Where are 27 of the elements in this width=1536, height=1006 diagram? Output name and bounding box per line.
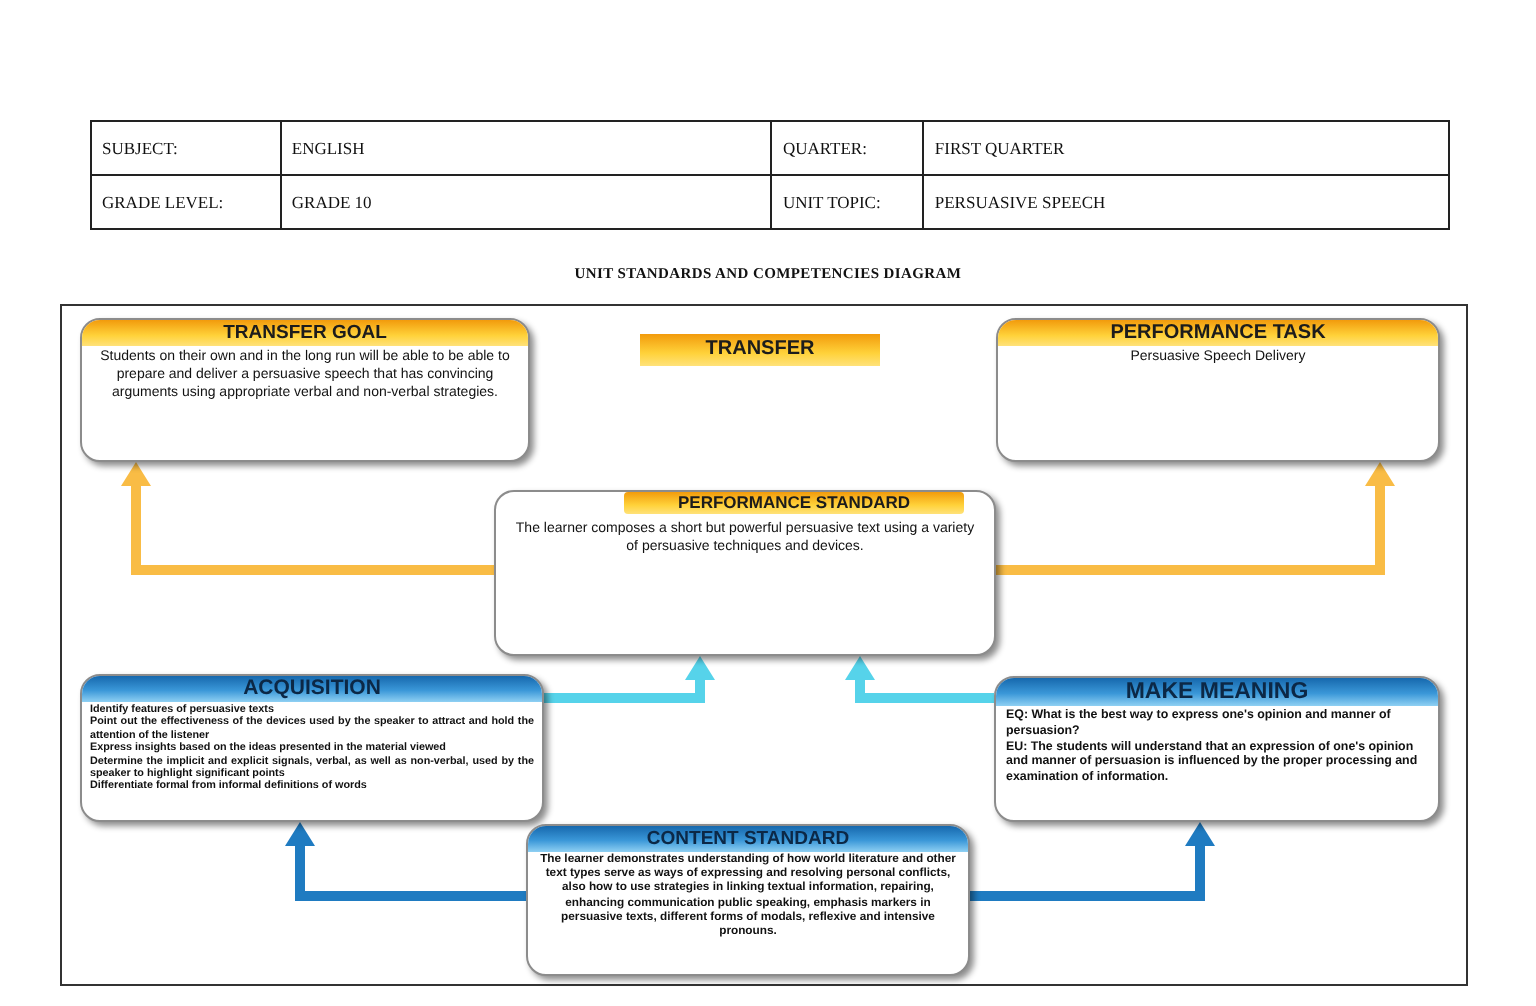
rounded-card — [526, 824, 970, 976]
card-heading: TRANSFER GOAL — [82, 320, 528, 346]
table-label-cell: SUBJECT: — [91, 121, 281, 175]
card-heading: PERFORMANCE STANDARD — [624, 492, 964, 514]
connector-arrow — [544, 656, 715, 703]
connector-arrow — [970, 822, 1215, 901]
table-label-cell: UNIT TOPIC: — [771, 175, 924, 229]
connector-arrow — [845, 656, 994, 703]
rounded-card — [494, 490, 996, 656]
table-label-cell: QUARTER: — [771, 121, 924, 175]
connector-arrow — [121, 462, 494, 575]
table-value-cell: ENGLISH — [280, 121, 772, 175]
card-heading: PERFORMANCE TASK — [998, 320, 1438, 346]
section-banner: TRANSFER — [640, 334, 880, 366]
card-heading: CONTENT STANDARD — [528, 826, 968, 852]
connector-arrow — [996, 462, 1395, 575]
table-label-cell: GRADE LEVEL: — [91, 175, 281, 229]
rounded-card — [80, 674, 544, 822]
connector-arrow — [285, 822, 526, 901]
table-value-cell: PERSUASIVE SPEECH — [923, 175, 1449, 229]
rounded-card — [994, 676, 1440, 822]
table-value-cell: GRADE 10 — [280, 175, 772, 229]
card-heading: MAKE MEANING — [996, 678, 1438, 706]
card-heading: ACQUISITION — [82, 676, 542, 702]
table-value-cell: FIRST QUARTER — [923, 121, 1449, 175]
rounded-card — [996, 318, 1440, 462]
rounded-card — [80, 318, 530, 462]
